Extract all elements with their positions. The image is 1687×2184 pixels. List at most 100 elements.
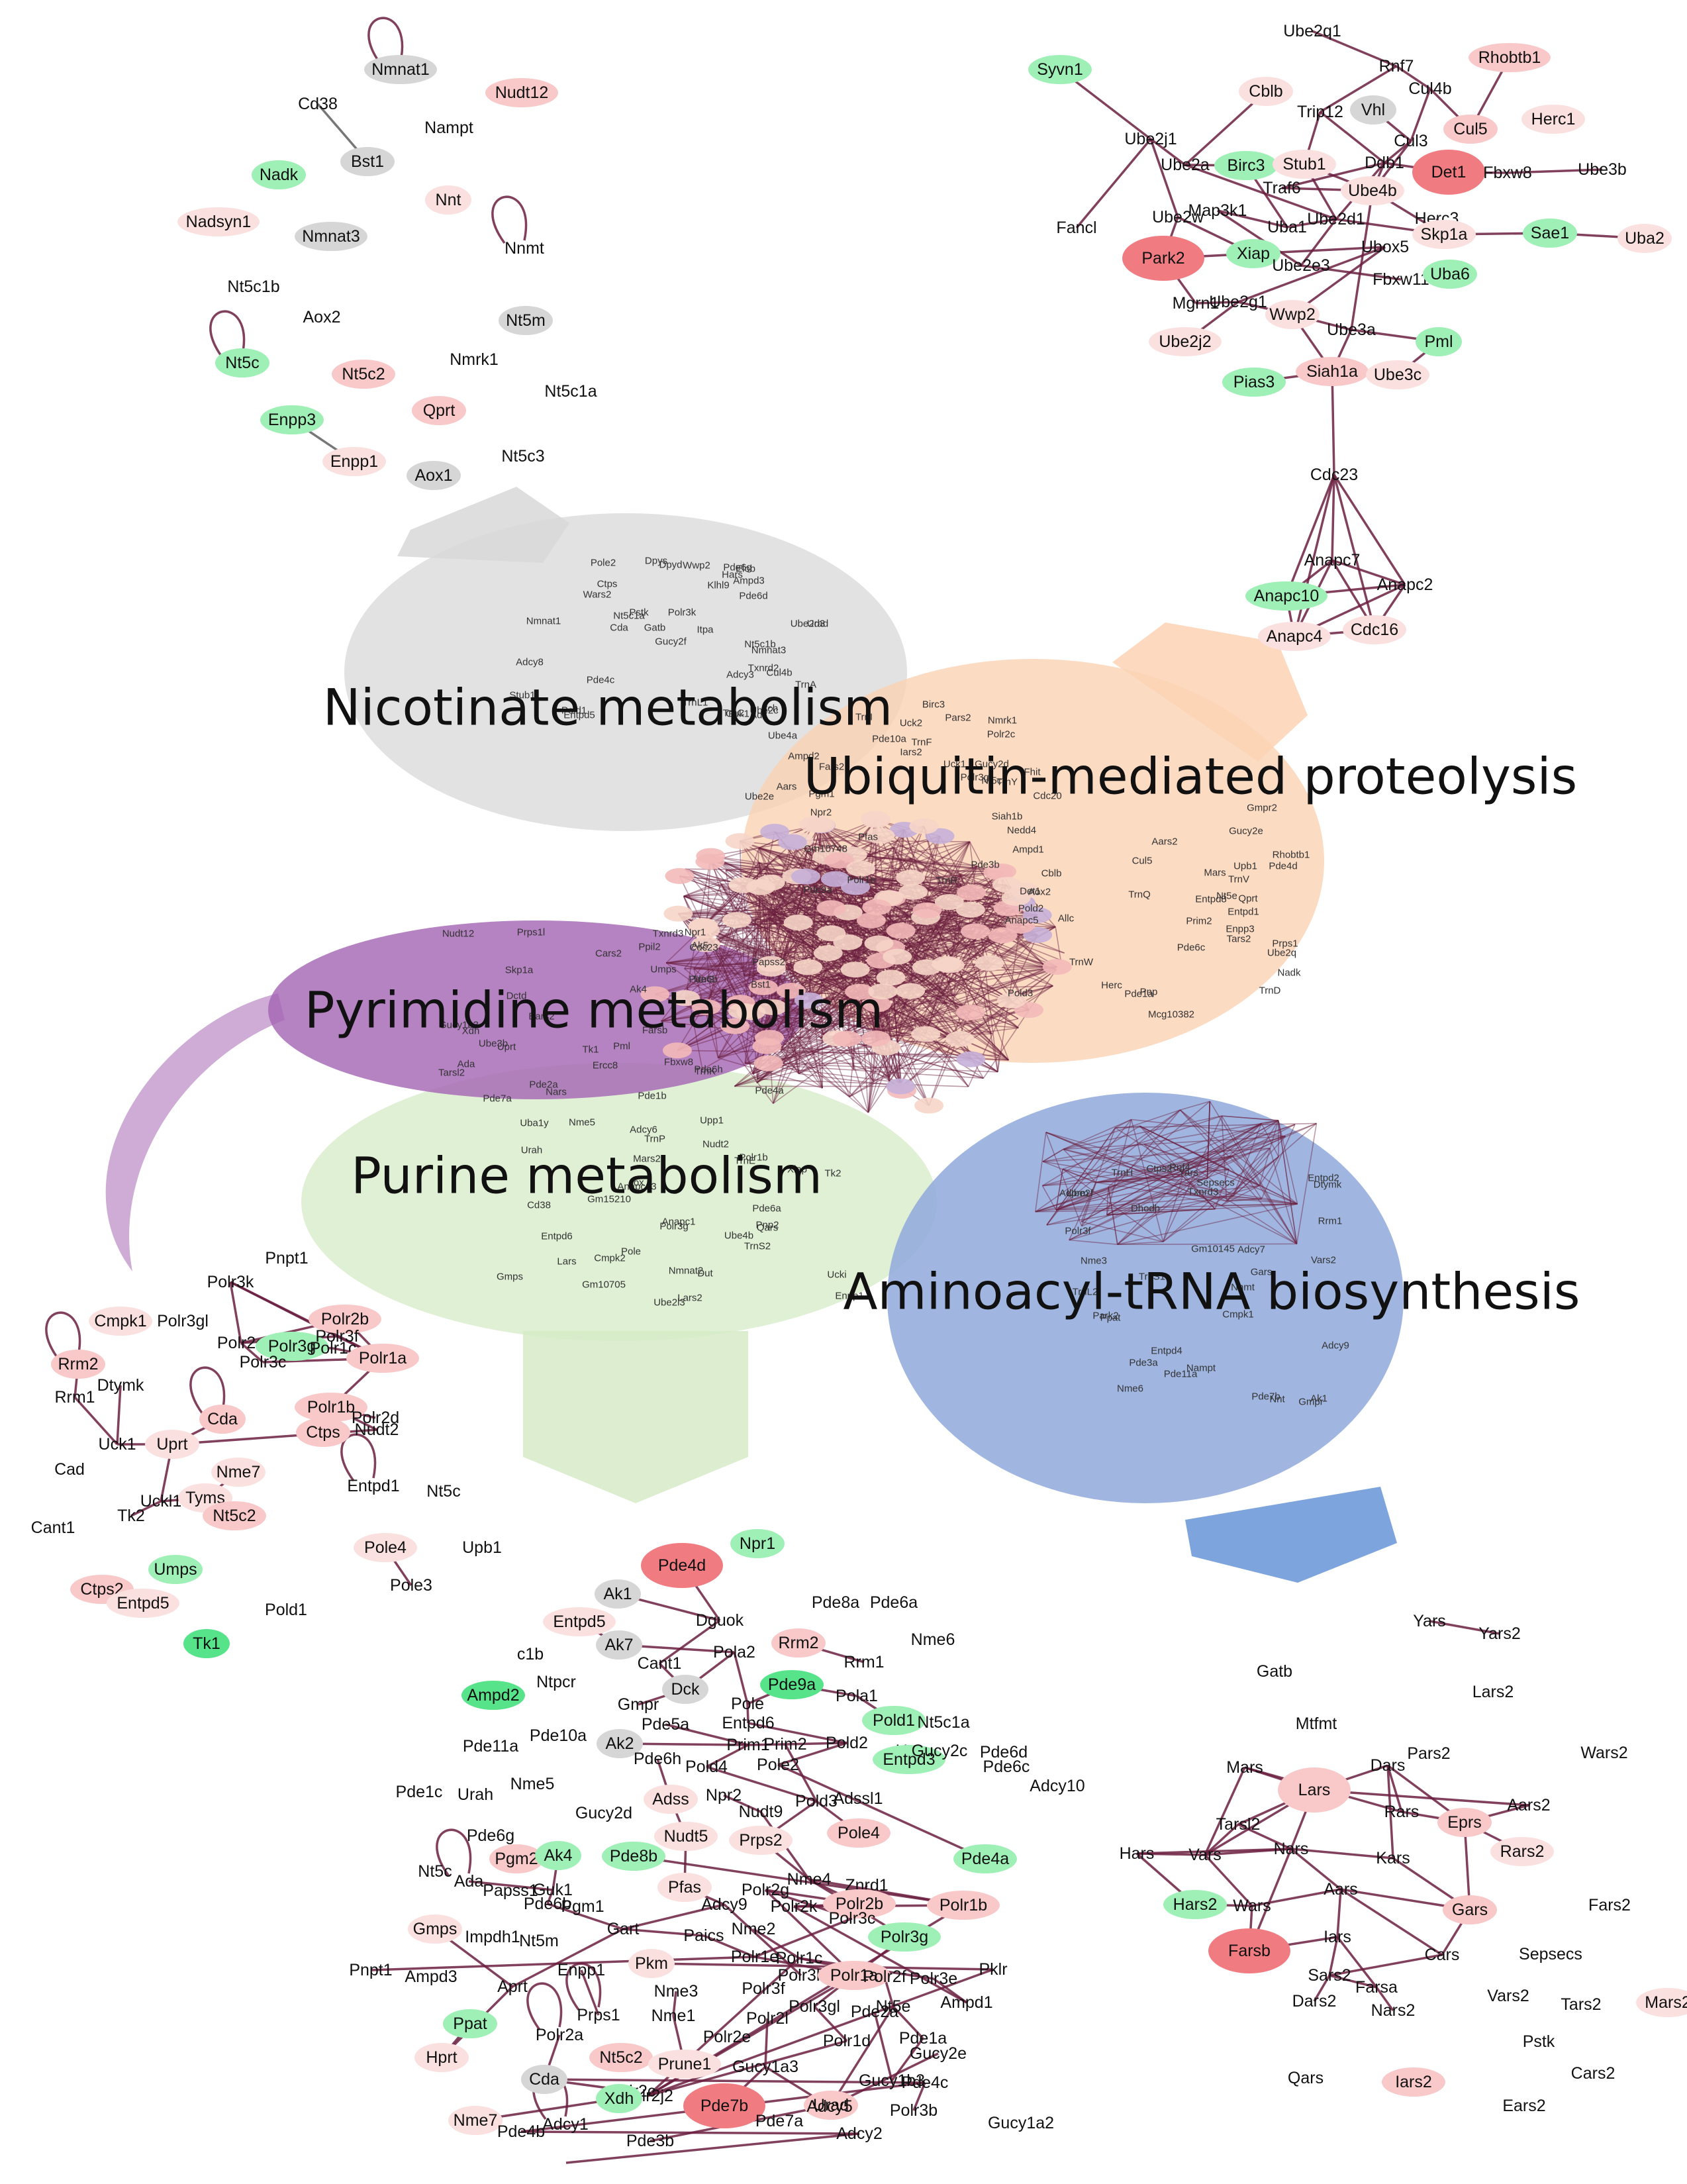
aminoacyl-node-farsa[interactable]: Farsa <box>1355 1978 1398 1997</box>
purine-node-polr2g[interactable]: Polr2g <box>742 1881 789 1899</box>
purine-node-pola1[interactable]: Pola1 <box>836 1687 878 1705</box>
nicotinate-node-nt5c2[interactable]: Nt5c2 <box>332 360 395 389</box>
purine-node-nme4[interactable]: Nme4 <box>787 1870 832 1889</box>
pyrimidine-node-tk1[interactable]: Tk1 <box>183 1629 230 1658</box>
ubiquitin-node-cdc23[interactable]: Cdc23 <box>1310 466 1358 484</box>
aminoacyl-node-gatb[interactable]: Gatb <box>1257 1662 1292 1681</box>
purine-node-ak2[interactable]: Ak2 <box>597 1729 643 1758</box>
ubiquitin-node-ube2j2[interactable]: Ube2j2 <box>1149 327 1222 356</box>
ubiquitin-node-det1[interactable]: Det1 <box>1412 150 1485 195</box>
pyrimidine-node-cant1[interactable]: Cant1 <box>31 1518 75 1537</box>
purine-node-pde3b[interactable]: Pde3b <box>626 2132 674 2150</box>
purine-node-pde6c[interactable]: Pde6c <box>983 1758 1030 1776</box>
purine-node-adcy5[interactable]: Adcy5 <box>806 2097 852 2116</box>
purine-node-pde1c[interactable]: Pde1c <box>396 1783 443 1801</box>
nicotinate-node-nadk[interactable]: Nadk <box>252 160 306 189</box>
purine-node-ak7[interactable]: Ak7 <box>596 1630 642 1660</box>
purine-node-adcy2[interactable]: Adcy2 <box>836 2124 882 2143</box>
purine-node-pde7b[interactable]: Pde7b <box>683 2083 765 2128</box>
purine-node-nme1[interactable]: Nme1 <box>651 2007 696 2025</box>
purine-node-c1b[interactable]: c1b <box>517 1645 544 1663</box>
purine-node-polr3g[interactable]: Polr3g <box>868 1922 941 1952</box>
pyrimidine-node-pole4[interactable]: Pole4 <box>354 1533 417 1562</box>
purine-node-pde4b[interactable]: Pde4b <box>497 2122 545 2141</box>
purine-node-urad[interactable]: Urad <box>804 2091 858 2120</box>
pyrimidine-node-rrm1[interactable]: Rrm1 <box>54 1388 95 1407</box>
purine-node-polr3k[interactable]: Polr3k <box>778 1966 825 1985</box>
aminoacyl-node-vars[interactable]: Vars <box>1188 1846 1222 1864</box>
purine-node-polr3f[interactable]: Polr3f <box>742 1979 785 1998</box>
pyrimidine-node-ctps2[interactable]: Ctps2 <box>70 1575 134 1604</box>
purine-node-polr2l[interactable]: Polr2l <box>746 2009 789 2028</box>
pyrimidine-node-cad[interactable]: Cad <box>54 1460 85 1479</box>
pyrimidine-node-polr3c[interactable]: Polr3c <box>240 1353 287 1371</box>
purine-node-prune1[interactable]: Prune1 <box>648 2050 721 2079</box>
purine-node-polr1b[interactable]: Polr1b <box>927 1891 1000 1920</box>
purine-node-pde7a[interactable]: Pde7a <box>755 2112 803 2130</box>
purine-node-urah[interactable]: Urah <box>458 1785 493 1804</box>
ubiquitin-node-ube2w[interactable]: Ube2w <box>1152 208 1204 226</box>
purine-node-pde10a[interactable]: Pde10a <box>530 1726 587 1745</box>
pyrimidine-node-pole3[interactable]: Pole3 <box>390 1576 432 1595</box>
purine-node-nt5e[interactable]: Nt5e <box>876 1997 911 2016</box>
purine-node-prim2[interactable]: Prim2 <box>763 1735 806 1754</box>
purine-node-entpd6[interactable]: Entpd6 <box>722 1714 774 1732</box>
pyrimidine-node-cda[interactable]: Cda <box>199 1405 246 1434</box>
purine-node-pde6g[interactable]: Pde6g <box>467 1826 514 1845</box>
purine-node-pkm[interactable]: Pkm <box>628 1949 675 1978</box>
pyrimidine-node-polr3k[interactable]: Polr3k <box>207 1273 254 1291</box>
ubiquitin-node-sae1[interactable]: Sae1 <box>1523 219 1577 248</box>
aminoacyl-node-eprs[interactable]: Eprs <box>1437 1808 1492 1837</box>
pyrimidine-node-uprt[interactable]: Uprt <box>145 1430 199 1459</box>
purine-node-gucy2e[interactable]: Gucy2e <box>910 2044 967 2063</box>
pyrimidine-node-polr2d[interactable]: Polr2d <box>352 1409 399 1427</box>
purine-node-pde6a[interactable]: Pde6a <box>870 1593 918 1612</box>
aminoacyl-node-cars[interactable]: Cars <box>1425 1946 1460 1964</box>
ubiquitin-node-cul3[interactable]: Cul3 <box>1394 132 1427 150</box>
nicotinate-node-nt5m[interactable]: Nt5m <box>499 306 553 335</box>
ubiquitin-node-anapc7[interactable]: Anapc7 <box>1304 551 1361 570</box>
nicotinate-node-nmnat3[interactable]: Nmnat3 <box>295 222 367 251</box>
purine-node-npr2[interactable]: Npr2 <box>706 1786 742 1805</box>
ubiquitin-node-ube2d1[interactable]: Ube2d1 <box>1307 210 1365 228</box>
pyrimidine-node-tk2[interactable]: Tk2 <box>117 1507 145 1525</box>
purine-node-nt5c1a[interactable]: Nt5c1a <box>917 1713 969 1732</box>
aminoacyl-node-lars[interactable]: Lars <box>1278 1767 1351 1812</box>
purine-node-gmps[interactable]: Gmps <box>408 1914 462 1944</box>
ubiquitin-node-rnf7[interactable]: Rnf7 <box>1379 57 1414 75</box>
purine-node-pklr[interactable]: Pklr <box>979 1960 1007 1979</box>
purine-node-pgm1[interactable]: Pgm1 <box>561 1897 604 1916</box>
aminoacyl-node-sepsecs[interactable]: Sepsecs <box>1519 1945 1582 1963</box>
nicotinate-node-nadsyn1[interactable]: Nadsyn1 <box>177 207 260 236</box>
purine-node-paics[interactable]: Paics <box>683 1926 724 1945</box>
purine-node-pold4[interactable]: Pold4 <box>685 1758 728 1776</box>
purine-node-pde6d[interactable]: Pde6d <box>980 1743 1028 1762</box>
ubiquitin-node-pias3[interactable]: Pias3 <box>1222 368 1286 397</box>
nicotinate-node-nmnat1[interactable]: Nmnat1 <box>364 55 437 84</box>
purine-node-polr1c[interactable]: Polr1c <box>776 1949 823 1967</box>
pyrimidine-node-ctps[interactable]: Ctps <box>296 1418 350 1447</box>
purine-node-pold1[interactable]: Pold1 <box>862 1706 926 1735</box>
purine-node-ada[interactable]: Ada <box>454 1872 484 1891</box>
ubiquitin-node-birc3[interactable]: Birc3 <box>1214 151 1278 180</box>
purine-node-cda[interactable]: Cda <box>521 2065 567 2094</box>
purine-node-polr3b[interactable]: Polr3b <box>890 2101 938 2120</box>
aminoacyl-node-iars[interactable]: Iars <box>1324 1928 1351 1946</box>
purine-node-pde8a[interactable]: Pde8a <box>812 1593 859 1612</box>
aminoacyl-node-fars2[interactable]: Fars2 <box>1588 1896 1631 1914</box>
purine-node-ntpcr[interactable]: Ntpcr <box>536 1673 576 1691</box>
ubiquitin-node-fbxw11[interactable]: Fbxw11 <box>1373 270 1429 289</box>
purine-node-adcy1[interactable]: Adcy1 <box>542 2115 588 2134</box>
purine-node-guk1[interactable]: Guk1 <box>533 1881 573 1899</box>
nicotinate-node-nampt[interactable]: Nampt <box>424 119 473 137</box>
ubiquitin-node-cdc16[interactable]: Cdc16 <box>1343 615 1406 644</box>
purine-node-entpd3[interactable]: Entpd3 <box>873 1745 945 1774</box>
nicotinate-node-aox1[interactable]: Aox1 <box>407 461 461 490</box>
purine-node-pfas[interactable]: Pfas <box>657 1873 712 1902</box>
pyrimidine-node-entpd1[interactable]: Entpd1 <box>347 1477 399 1495</box>
purine-node-nme2[interactable]: Nme2 <box>732 1920 776 1938</box>
ubiquitin-node-xiap[interactable]: Xiap <box>1226 239 1280 268</box>
pyrimidine-node-nt5c[interactable]: Nt5c <box>426 1482 460 1501</box>
pyrimidine-node-polr3f[interactable]: Polr3f <box>315 1327 358 1346</box>
purine-node-nt5c[interactable]: Nt5c <box>418 1862 452 1881</box>
